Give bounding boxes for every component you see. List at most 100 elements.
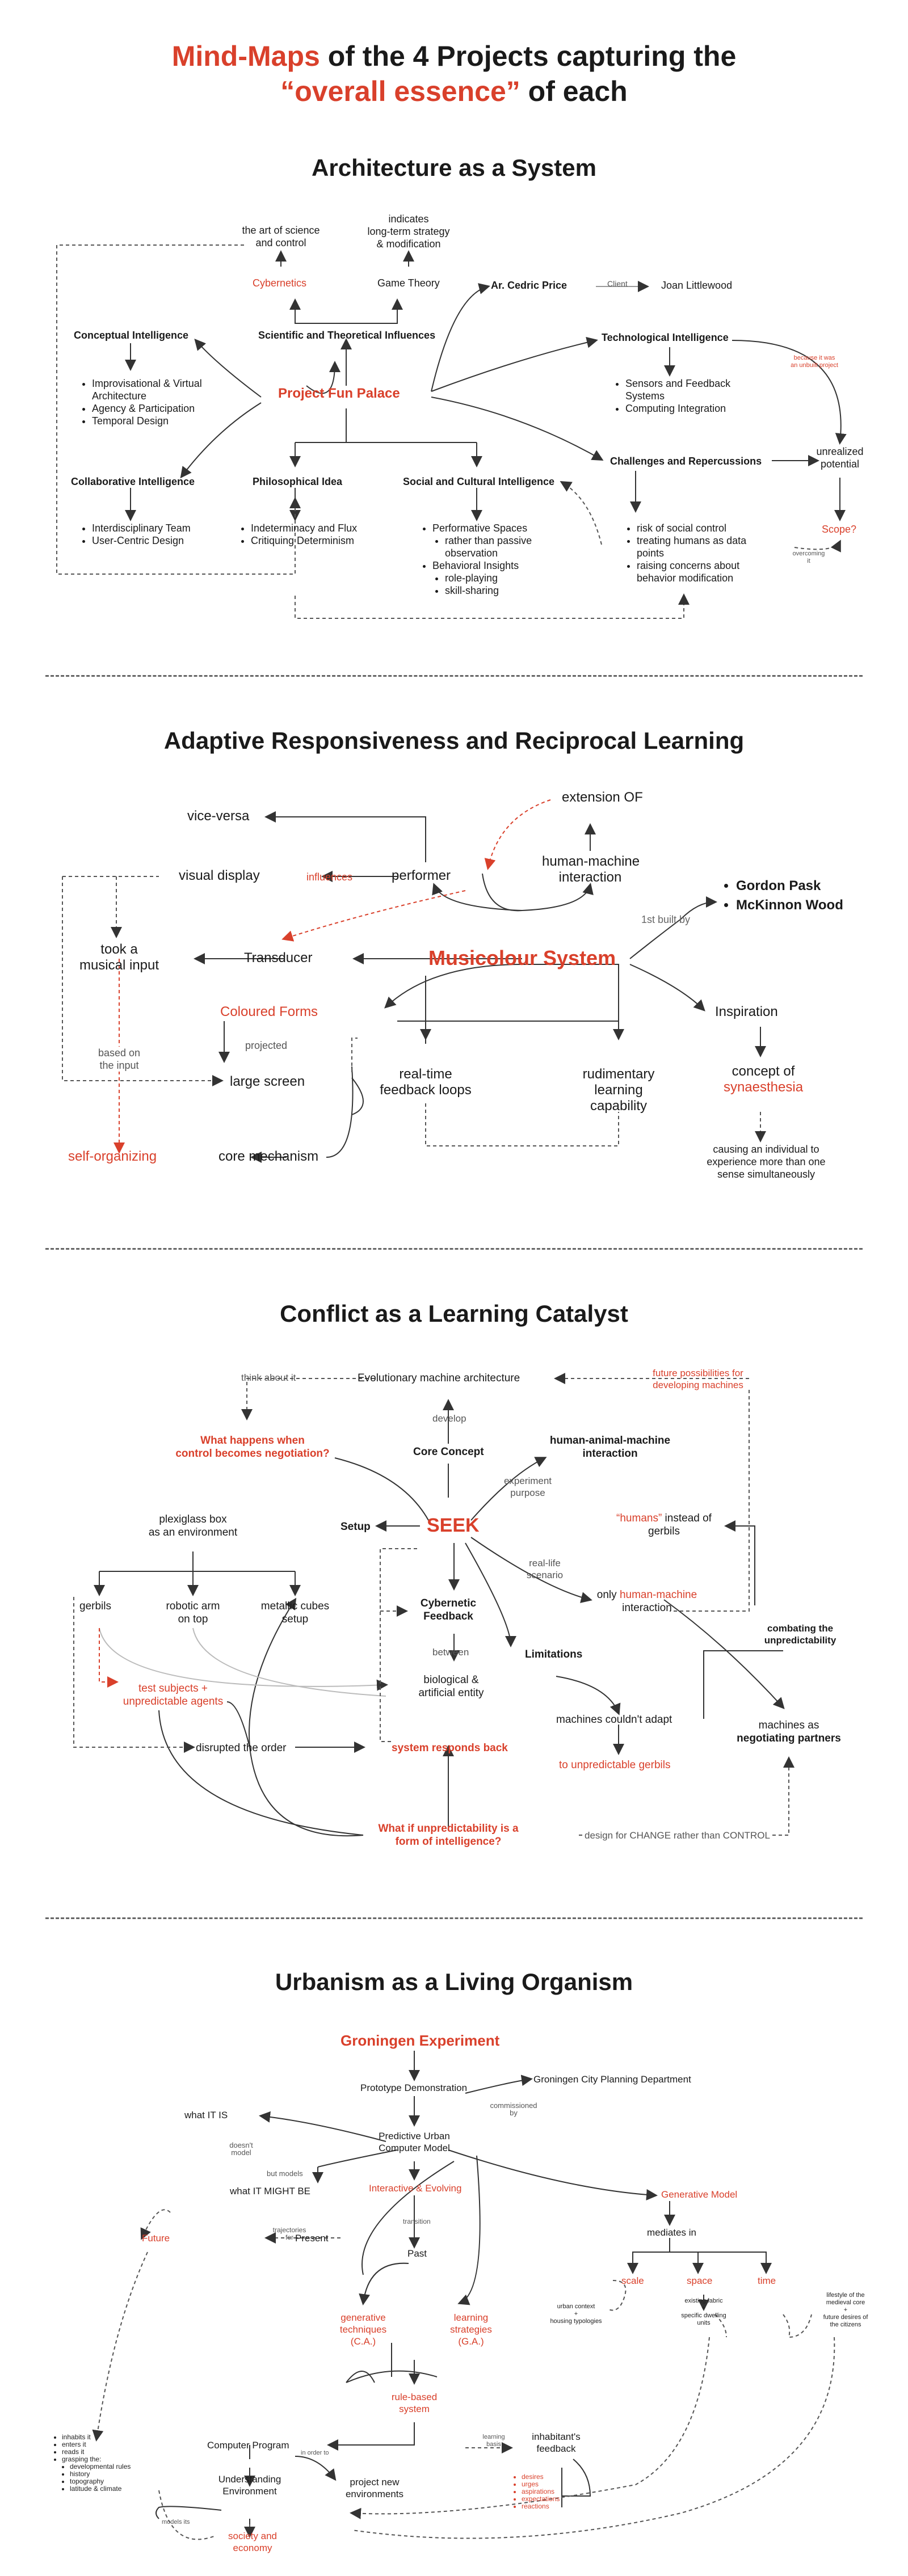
label-client: Client	[607, 279, 628, 288]
node-space: space	[687, 2275, 713, 2286]
text-urban-context: urban context+housing typologies	[550, 2303, 602, 2325]
list-social: Performative Spaces rather than passive …	[420, 522, 556, 597]
node-evolutionary-architecture: Evolutionary machine architecture	[358, 1372, 520, 1384]
list-conceptual: Improvisational & Virtual ArchitectureAg…	[79, 377, 221, 427]
node-computer-program: Computer Program	[207, 2440, 289, 2451]
node-test-subjects: test subjects +unpredictable agents	[123, 1683, 224, 1708]
label-transition: transition	[403, 2217, 431, 2225]
node-what-it-might-be: what IT MIGHT BE	[230, 2186, 311, 2196]
node-large-screen: large screen	[230, 1074, 305, 1089]
section-title-1: Architecture as a System	[312, 154, 596, 181]
node-limitations: Limitations	[525, 1649, 583, 1660]
node-inspiration: Inspiration	[715, 1004, 778, 1019]
node-coloured-forms: Coloured Forms	[220, 1004, 318, 1019]
section-title-2: Adaptive Responsiveness and Reciprocal L…	[163, 727, 745, 754]
node-setup: Setup	[340, 1521, 371, 1533]
node-cybernetics: Cybernetics	[253, 277, 307, 289]
node-prototype-demonstration: Prototype Demonstration	[360, 2082, 468, 2093]
node-core-concept: Core Concept	[413, 1446, 484, 1458]
node-collaborative-intelligence: Collaborative Intelligence	[71, 476, 195, 487]
node-extension-of: extension OF	[562, 790, 643, 805]
node-technological-intelligence: Technological Intelligence	[602, 332, 729, 343]
section-divider	[45, 1917, 863, 1919]
node-system-responds-back: system responds back	[392, 1742, 508, 1754]
list-collaborative: Interdisciplinary TeamUser-Centric Desig…	[79, 522, 204, 547]
node-scientific-influences: Scientific and Theoretical Influences	[258, 330, 436, 341]
node-social-cultural: Social and Cultural Intelligence	[403, 476, 555, 487]
list-builders: Gordon PaskMcKinnon Wood	[724, 876, 843, 915]
node-project-fun-palace: Project Fun Palace	[278, 386, 400, 401]
node-challenges: Challenges and Repercussions	[610, 456, 762, 467]
node-scope: Scope?	[822, 524, 857, 535]
node-what-it-is: what IT IS	[184, 2110, 228, 2120]
node-conceptual-intelligence: Conceptual Intelligence	[74, 330, 189, 341]
node-groningen-experiment: Groningen Experiment	[340, 2032, 500, 2049]
label-develop: develop	[432, 1413, 466, 1424]
label-think-about-it: think about it	[241, 1372, 296, 1383]
label-in-order-to: in order to	[301, 2449, 329, 2456]
label-influences: influences	[306, 871, 353, 883]
node-vice-versa: vice-versa	[187, 808, 250, 824]
node-transducer: Transducer	[244, 950, 313, 966]
node-gcpd: Groningen City Planning Department	[533, 2074, 691, 2085]
node-past: Past	[407, 2248, 427, 2259]
node-future: Future	[142, 2233, 170, 2244]
label-models-its: models its	[162, 2519, 190, 2526]
node-scale: scale	[621, 2275, 644, 2286]
node-time: time	[758, 2275, 776, 2286]
node-visual-display: visual display	[179, 868, 260, 883]
node-cedric-price: Ar. Cedric Price	[491, 280, 568, 291]
node-musicolour-system: Musicolour System	[428, 946, 616, 969]
list-philosophical: Indeterminacy and FluxCritiquing Determi…	[238, 522, 369, 547]
node-philosophical-idea: Philosophical Idea	[253, 476, 343, 487]
label-but-models: but models	[267, 2169, 303, 2178]
node-performer: performer	[392, 868, 451, 883]
list-desires: desiresurgesaspirationsexpectationsreact…	[514, 2473, 582, 2510]
section-title-4: Urbanism as a Living Organism	[275, 1968, 633, 1995]
node-present: Present	[295, 2233, 329, 2244]
node-interactive-evolving: Interactive & Evolving	[369, 2183, 462, 2194]
node-mediates-in: mediates in	[647, 2227, 696, 2238]
section-divider	[45, 675, 863, 677]
node-disrupted-order: disrupted the order	[196, 1742, 287, 1754]
node-self-organizing: self-organizing	[68, 1149, 157, 1164]
node-core-mechanism: core mechanism	[218, 1149, 319, 1164]
page-title: Mind-Maps of the 4 Projects capturing th…	[171, 40, 737, 107]
node-game-theory: Game Theory	[377, 277, 440, 289]
label-between: between	[432, 1647, 469, 1658]
